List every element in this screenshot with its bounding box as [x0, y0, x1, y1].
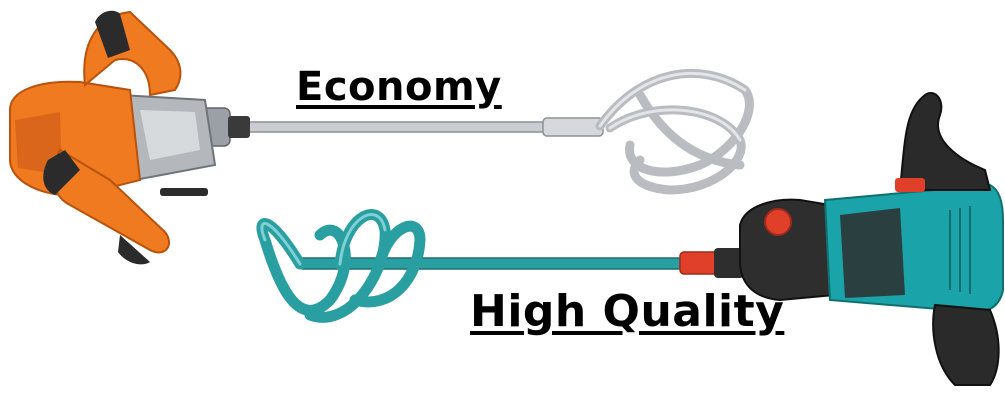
high-quality-label: High Quality	[470, 286, 785, 337]
economy-label: Economy	[296, 64, 502, 110]
quality-mixer-drill-icon	[256, 92, 1004, 386]
economy-mixer-drill-icon	[9, 10, 754, 265]
